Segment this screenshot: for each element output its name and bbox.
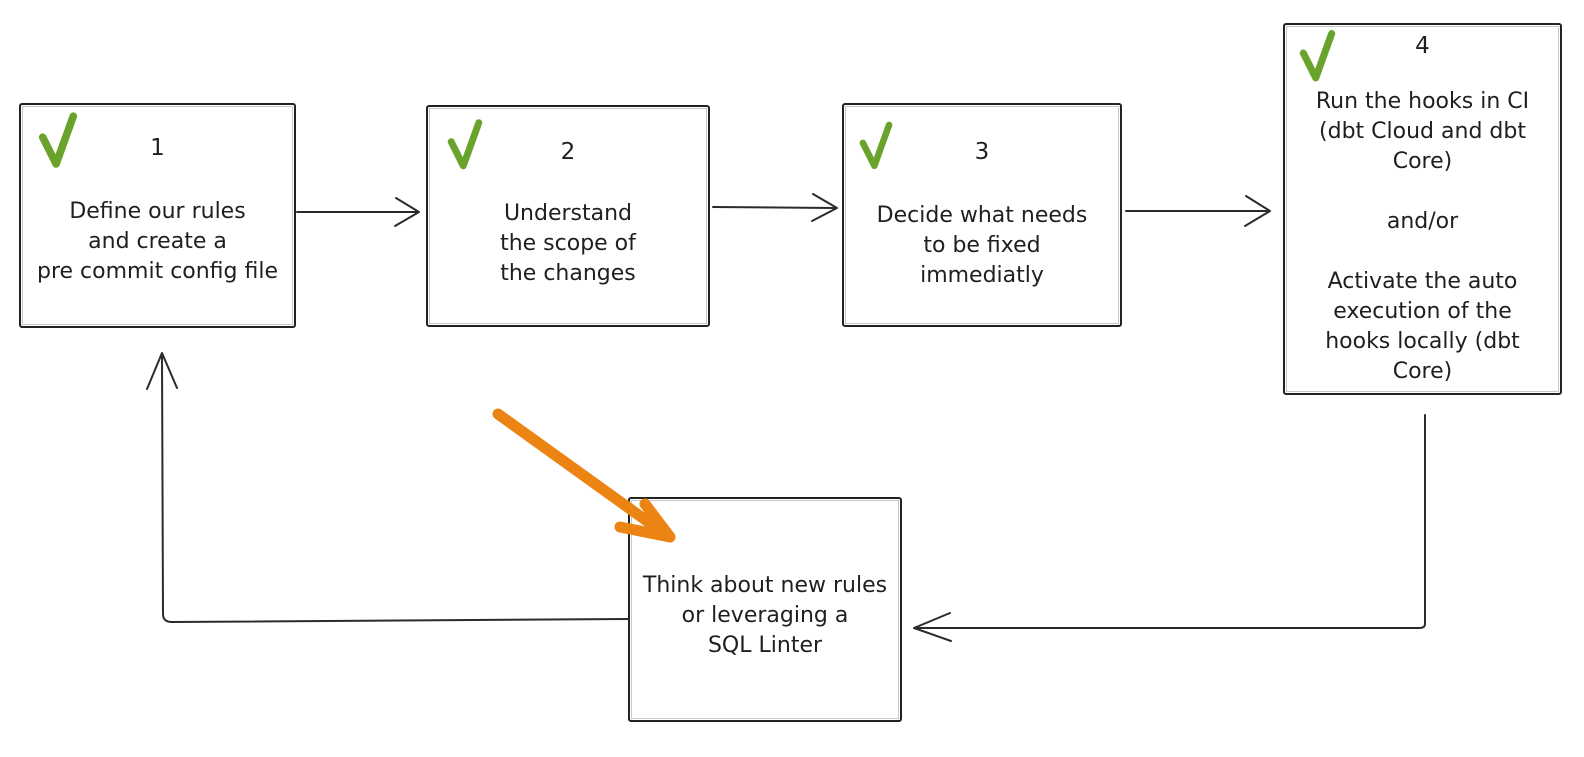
node-review[interactable]: Think about new rules or leveraging a SQ… [628,497,902,722]
step-text: Decide what needs to be fixed immediatly [876,203,1088,288]
step-text: Run the hooks in CI (dbt Cloud and dbt C… [1315,89,1530,384]
node-step-4[interactable]: 4 Run the hooks in CI (dbt Cloud and dbt… [1283,23,1562,395]
step-text: Think about new rules or leveraging a SQ… [642,573,888,658]
arrow-step2-to-step3[interactable] [712,193,838,222]
step-text: Define our rules and create a pre commit… [36,199,279,284]
arrow-step3-to-step4[interactable] [1125,195,1271,227]
step-number: 4 [1415,33,1430,59]
node-step-1[interactable]: 1 Define our rules and create a pre comm… [19,103,296,328]
step-number: 2 [560,139,576,165]
node-step-3[interactable]: 3 Decide what needs to be fixed immediat… [842,103,1122,327]
arrow-step4-to-review[interactable] [913,414,1426,642]
step-number: 1 [150,135,165,161]
check-icon [38,112,78,168]
arrow-review-to-step1[interactable] [146,352,629,623]
check-icon [447,119,483,170]
arrow-step1-to-step2[interactable] [296,197,420,227]
step-text: Understand the scope of the changes [500,201,636,286]
check-icon [1299,30,1336,82]
node-step-2[interactable]: 2 Understand the scope of the changes [426,105,710,327]
check-icon [859,121,893,170]
step-number: 3 [974,139,990,165]
